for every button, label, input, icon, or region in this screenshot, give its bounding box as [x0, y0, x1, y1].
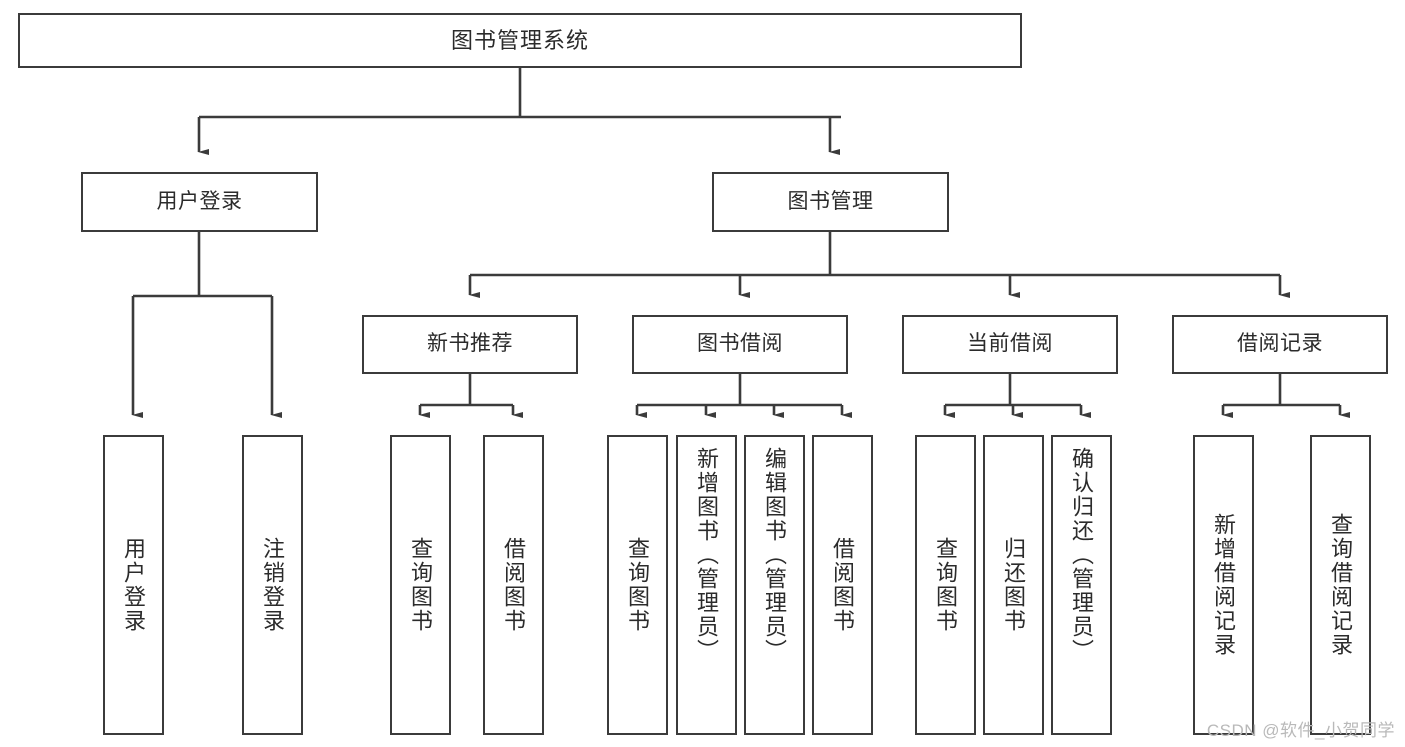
node-leaf-query-record[interactable]: 查询借阅记录	[1310, 435, 1371, 735]
node-leaf-query-book-2[interactable]: 查询图书	[607, 435, 668, 735]
node-label: 图书管理系统	[450, 27, 589, 53]
watermark-text: CSDN @软件_小贺同学	[1206, 721, 1395, 740]
node-label: 新增借阅记录	[1211, 513, 1237, 657]
node-label: 注销登录	[260, 537, 286, 633]
node-leaf-edit-book[interactable]: 编辑图书（管理员）	[744, 435, 805, 735]
node-borrow-record[interactable]: 借阅记录	[1172, 315, 1388, 374]
node-leaf-add-book[interactable]: 新增图书（管理员）	[676, 435, 737, 735]
node-current-borrow[interactable]: 当前借阅	[902, 315, 1118, 374]
node-leaf-query-book-1[interactable]: 查询图书	[390, 435, 451, 735]
node-new-book-recommend[interactable]: 新书推荐	[362, 315, 578, 374]
node-book-borrow[interactable]: 图书借阅	[632, 315, 848, 374]
node-leaf-user-logout[interactable]: 注销登录	[242, 435, 303, 735]
node-label: 归还图书	[1001, 537, 1027, 633]
node-leaf-user-login[interactable]: 用户登录	[103, 435, 164, 735]
node-label: 新书推荐	[427, 332, 513, 356]
node-label: 借阅记录	[1237, 332, 1323, 356]
node-label: 查询图书	[408, 537, 434, 633]
node-label: 借阅图书	[830, 537, 856, 633]
node-label: 当前借阅	[967, 332, 1053, 356]
node-label: 用户登录	[121, 537, 147, 633]
node-leaf-return-book[interactable]: 归还图书	[983, 435, 1044, 735]
node-user-login[interactable]: 用户登录	[81, 172, 318, 232]
node-label: 借阅图书	[501, 537, 527, 633]
node-label: 编辑图书（管理员）	[762, 447, 788, 663]
node-label: 查询借阅记录	[1328, 513, 1354, 657]
node-label: 用户登录	[156, 189, 243, 213]
node-leaf-borrow-book-2[interactable]: 借阅图书	[812, 435, 873, 735]
node-label: 查询图书	[625, 537, 651, 633]
node-label: 图书借阅	[697, 332, 783, 356]
node-book-manage[interactable]: 图书管理	[712, 172, 949, 232]
node-label: 图书管理	[787, 189, 874, 213]
node-label: 新增图书（管理员）	[694, 447, 720, 663]
node-leaf-query-book-3[interactable]: 查询图书	[915, 435, 976, 735]
node-leaf-add-record[interactable]: 新增借阅记录	[1193, 435, 1254, 735]
node-root-system[interactable]: 图书管理系统	[18, 13, 1022, 68]
node-label: 确认归还（管理员）	[1069, 447, 1095, 663]
node-label: 查询图书	[933, 537, 959, 633]
node-leaf-confirm-return[interactable]: 确认归还（管理员）	[1051, 435, 1112, 735]
node-leaf-borrow-book-1[interactable]: 借阅图书	[483, 435, 544, 735]
